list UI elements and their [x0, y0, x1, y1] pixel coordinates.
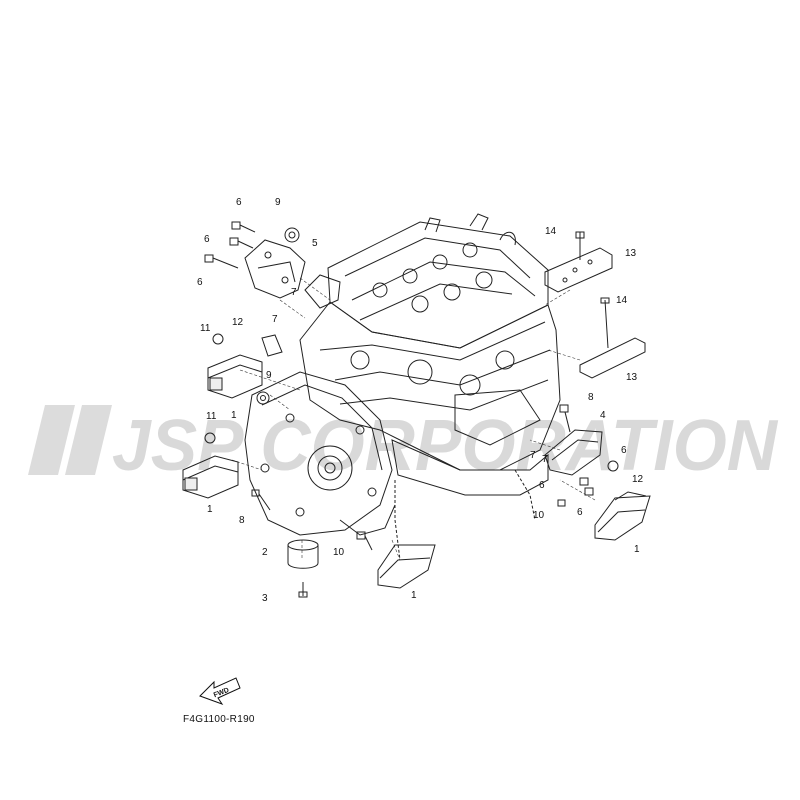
callout-13: 13 — [625, 248, 637, 259]
engine-block — [244, 213, 561, 561]
callout-6: 6 — [204, 234, 210, 245]
callout-4: 4 — [600, 410, 606, 421]
callout-1: 1 — [207, 504, 213, 515]
callout-8: 8 — [588, 392, 594, 403]
callout-13: 13 — [626, 372, 638, 383]
callout-6: 6 — [197, 277, 203, 288]
part-engine-bracket-upper-left — [244, 239, 306, 299]
callout-9: 9 — [275, 197, 281, 208]
bolt-group-upper — [204, 221, 300, 269]
diagram-code: F4G1100-R190 — [183, 714, 255, 725]
callout-6: 6 — [236, 197, 242, 208]
callout-6: 6 — [577, 507, 583, 518]
callout-14: 14 — [545, 226, 557, 237]
callout-7: 7 — [272, 314, 278, 325]
callout-12: 12 — [232, 317, 244, 328]
part-damper — [287, 539, 319, 598]
part-mount-lower-center — [356, 531, 436, 589]
part-mount-left-lower — [182, 455, 239, 499]
leader-lines — [231, 277, 596, 561]
callout-9: 9 — [266, 370, 272, 381]
watermark-logo-mark — [28, 405, 112, 475]
callout-1: 1 — [634, 544, 640, 555]
callout-7: 7 — [530, 450, 536, 461]
callout-7: 7 — [291, 287, 297, 298]
callout-1: 1 — [411, 590, 417, 601]
callout-7: 7 — [542, 454, 548, 465]
forward-direction-icon: FWD — [199, 677, 241, 705]
part-mount-right — [594, 491, 651, 541]
watermark: JSP CORPORATION — [28, 405, 779, 486]
callout-5: 5 — [312, 238, 318, 249]
part-engine-bracket-right — [544, 404, 619, 507]
callout-6: 6 — [539, 480, 545, 491]
callout-2: 2 — [262, 547, 268, 558]
callout-1: 1 — [231, 410, 237, 421]
callout-3: 3 — [262, 593, 268, 604]
part-bracket-upper-right — [544, 231, 646, 379]
watermark-text: JSP CORPORATION — [112, 406, 779, 486]
callout-10: 10 — [333, 547, 345, 558]
callout-12: 12 — [632, 474, 644, 485]
callout-11: 11 — [200, 323, 211, 334]
callout-10: 10 — [533, 510, 545, 521]
callout-11: 11 — [206, 411, 217, 422]
callout-6: 6 — [621, 445, 627, 456]
callout-8: 8 — [239, 515, 245, 526]
part-callouts: 6 9 6 5 6 7 7 11 12 9 1 11 1 8 2 3 10 1 … — [197, 197, 644, 604]
part-mount-left-upper — [207, 354, 263, 399]
small-parts-left — [204, 333, 283, 511]
callout-14: 14 — [616, 295, 628, 306]
